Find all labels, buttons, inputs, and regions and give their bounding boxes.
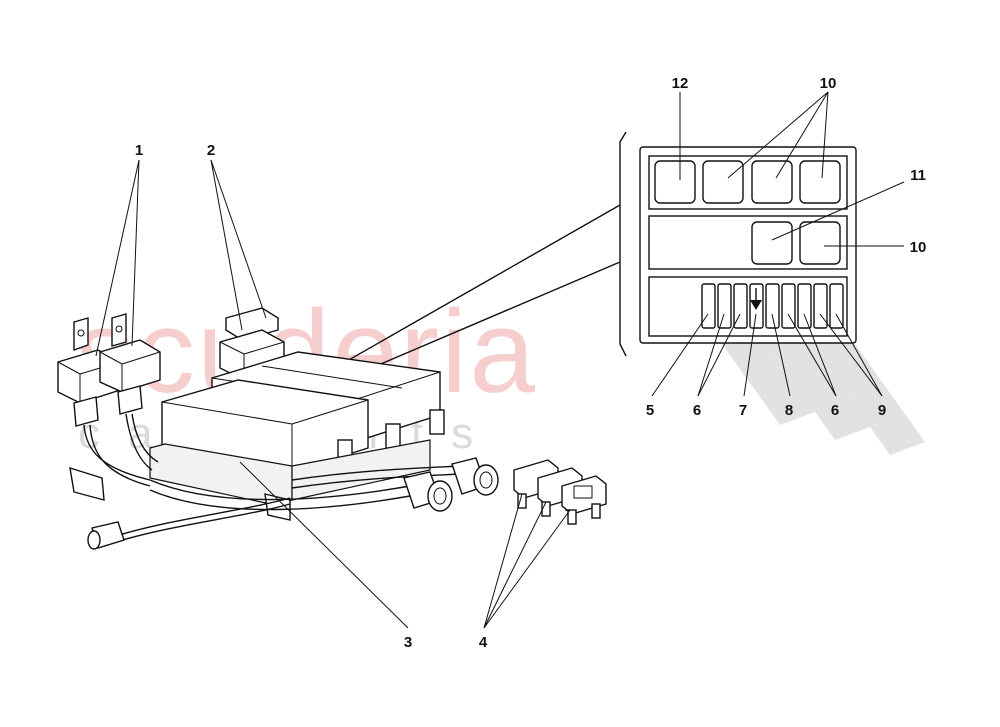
relay-right-body bbox=[99, 339, 161, 393]
fuse-slot-3 bbox=[733, 283, 748, 329]
relay-left-tab bbox=[73, 317, 89, 351]
round-connectors bbox=[403, 457, 499, 512]
fuse-slot-1 bbox=[701, 283, 716, 329]
callout-11: 11 bbox=[910, 167, 926, 184]
round-connector-1-face bbox=[427, 480, 453, 512]
round-connector-2-face bbox=[473, 464, 499, 496]
callout-4: 4 bbox=[479, 634, 488, 651]
harness-plug-face bbox=[87, 530, 101, 550]
callout-2: 2 bbox=[207, 142, 215, 159]
fuse-slot-7 bbox=[797, 283, 812, 329]
housing-clip-3 bbox=[429, 409, 445, 435]
detail-bracket bbox=[619, 131, 627, 357]
fuse-box-detail bbox=[619, 131, 857, 357]
relay-right-tab-hole bbox=[115, 325, 123, 333]
relay-slot-10d bbox=[799, 221, 841, 265]
fuse-slot-5 bbox=[765, 283, 780, 329]
relay-slot-11 bbox=[751, 221, 793, 265]
callout-12: 12 bbox=[672, 75, 689, 92]
callout-6-left: 6 bbox=[693, 402, 701, 419]
relay-slot-12 bbox=[654, 160, 696, 204]
fuse-strip bbox=[701, 283, 844, 329]
housing-base-side bbox=[291, 439, 431, 501]
relay-slot-10a bbox=[702, 160, 744, 204]
central-electrical-housing bbox=[149, 351, 445, 521]
relay-assembly-right bbox=[99, 313, 161, 415]
fuse-puller-arrow-icon bbox=[750, 300, 762, 310]
relay-slot-10c bbox=[799, 160, 841, 204]
fuse-slot-8 bbox=[813, 283, 828, 329]
detail-connector-line-upper bbox=[304, 204, 621, 386]
fuse-slot-9 bbox=[829, 283, 844, 329]
maxi-fuses bbox=[513, 459, 607, 525]
fuse-slot-6 bbox=[781, 283, 796, 329]
fuse-slot-2 bbox=[717, 283, 732, 329]
callout-3: 3 bbox=[404, 634, 412, 651]
callout-8: 8 bbox=[785, 402, 793, 419]
callout-1: 1 bbox=[135, 142, 143, 159]
leader-lines bbox=[95, 91, 905, 629]
callout-7: 7 bbox=[739, 402, 747, 419]
relay-right-tab bbox=[111, 313, 127, 347]
housing-clip-2 bbox=[385, 423, 401, 449]
callout-labels: 1 2 3 4 5 6 7 8 6 9 10 10 11 12 bbox=[135, 75, 927, 651]
wiring-harness bbox=[69, 413, 461, 550]
relay-slot-10b bbox=[751, 160, 793, 204]
callout-5: 5 bbox=[646, 402, 654, 419]
callout-9: 9 bbox=[878, 402, 886, 419]
relay-left-connector bbox=[73, 396, 99, 427]
harness-connector-left bbox=[69, 466, 105, 501]
callout-10-top: 10 bbox=[820, 75, 837, 92]
callout-6-right: 6 bbox=[831, 402, 839, 419]
relay-right-connector bbox=[117, 385, 143, 415]
relay-left-tab-hole bbox=[77, 329, 85, 337]
callout-10-right: 10 bbox=[910, 239, 927, 256]
